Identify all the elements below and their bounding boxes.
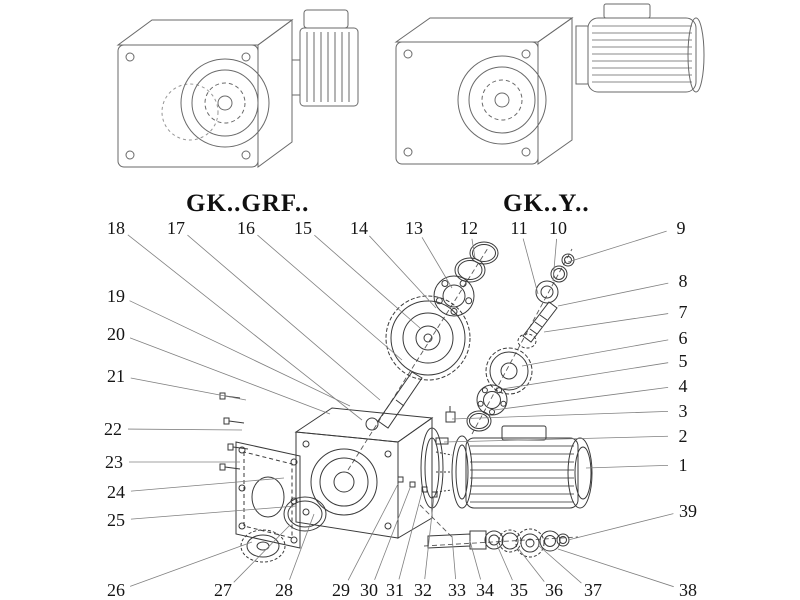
callout-8: 8 (678, 271, 688, 291)
leader-line-1 (585, 464, 669, 469)
callout-11: 11 (510, 218, 528, 238)
leader-line-10 (552, 238, 557, 282)
callout-30: 30 (360, 580, 378, 600)
leader-line-17 (187, 234, 381, 401)
callout-4: 4 (678, 376, 688, 396)
callout-36: 36 (545, 580, 563, 600)
leader-line-20 (129, 337, 331, 415)
large-gear-assembly (377, 241, 499, 429)
leader-line-12 (471, 238, 476, 259)
leader-line-29 (347, 483, 399, 581)
vent-plug (445, 406, 456, 423)
callout-23: 23 (105, 452, 123, 472)
callout-10: 10 (549, 218, 567, 238)
leader-line-31 (398, 491, 423, 580)
callout-5: 5 (678, 351, 688, 371)
leader-line-28 (289, 513, 315, 580)
leader-line-33 (451, 535, 457, 580)
callout-29: 29 (332, 580, 350, 600)
leader-line-13 (421, 237, 453, 289)
leader-line-27 (233, 524, 291, 583)
leader-lines (127, 230, 674, 588)
callout-7: 7 (678, 302, 688, 322)
leader-line-8 (557, 282, 669, 307)
callout-39: 39 (679, 501, 697, 521)
leader-line-38 (557, 548, 674, 588)
leader-line-21 (130, 377, 247, 401)
motor-drawing (435, 425, 593, 509)
callout-15: 15 (294, 218, 312, 238)
leader-line-25 (130, 505, 297, 520)
model-label-gk-grf: GK..GRF.. (186, 190, 310, 217)
drawing-gk-y (394, 3, 705, 165)
callout-16: 16 (237, 218, 255, 238)
leader-line-3 (451, 410, 669, 420)
leader-line-37 (537, 544, 582, 584)
leader-line-5 (501, 362, 669, 390)
model-label-gk-y: GK..Y.. (503, 190, 590, 217)
callout-26: 26 (107, 580, 125, 600)
leader-line-14 (369, 235, 437, 309)
callout-3: 3 (678, 401, 688, 421)
leader-line-32 (424, 495, 435, 580)
leader-line-24 (130, 477, 285, 492)
leader-line-22 (127, 428, 243, 431)
input-shaft-assembly (517, 253, 575, 349)
callout-28: 28 (275, 580, 293, 600)
callout-34: 34 (476, 580, 494, 600)
shim-rings (240, 496, 327, 563)
intermediate-gear-stack (466, 347, 533, 432)
callout-9: 9 (676, 218, 686, 238)
leader-line-2 (443, 435, 669, 443)
fastening-bolts (219, 392, 249, 471)
callout-17: 17 (167, 218, 185, 238)
leader-line-35 (496, 544, 513, 581)
callout-25: 25 (107, 510, 125, 530)
callout-35: 35 (510, 580, 528, 600)
callout-1: 1 (678, 455, 688, 475)
leader-line-18 (127, 234, 363, 421)
leader-line-30 (374, 487, 411, 580)
output-shaft-assembly (427, 528, 570, 558)
leader-line-4 (493, 386, 669, 411)
leader-line-7 (543, 313, 669, 333)
leader-line-19 (129, 300, 351, 407)
leader-line-26 (130, 541, 253, 587)
leader-line-36 (517, 547, 545, 582)
leader-line-34 (469, 540, 481, 580)
callout-33: 33 (448, 580, 466, 600)
assembled-motor-drawing (575, 3, 705, 93)
leader-line-15 (314, 234, 421, 329)
callout-2: 2 (678, 426, 688, 446)
exploded-housing (294, 407, 444, 539)
callout-14: 14 (350, 218, 368, 238)
callout-6: 6 (678, 328, 688, 348)
callout-22: 22 (104, 419, 122, 439)
callout-21: 21 (107, 366, 125, 386)
leader-line-16 (257, 234, 403, 361)
leader-line-11 (522, 238, 539, 295)
shaft-key (435, 437, 449, 445)
exploded-view (219, 241, 593, 563)
callout-12: 12 (460, 218, 478, 238)
callout-38: 38 (679, 580, 697, 600)
callout-32: 32 (414, 580, 432, 600)
callout-24: 24 (107, 482, 125, 502)
flange-studs (397, 476, 438, 498)
callout-18: 18 (107, 218, 125, 238)
drawing-gk-grf (116, 9, 359, 168)
leader-line-6 (521, 339, 669, 367)
callout-19: 19 (107, 286, 125, 306)
assembly-axis-lines (347, 247, 579, 547)
cover-plate (235, 441, 301, 549)
callout-20: 20 (107, 324, 125, 344)
leader-line-9 (567, 230, 667, 263)
callout-31: 31 (386, 580, 404, 600)
callout-27: 27 (214, 580, 232, 600)
callout-13: 13 (405, 218, 423, 238)
callout-37: 37 (584, 580, 602, 600)
leader-line-39 (567, 513, 674, 541)
